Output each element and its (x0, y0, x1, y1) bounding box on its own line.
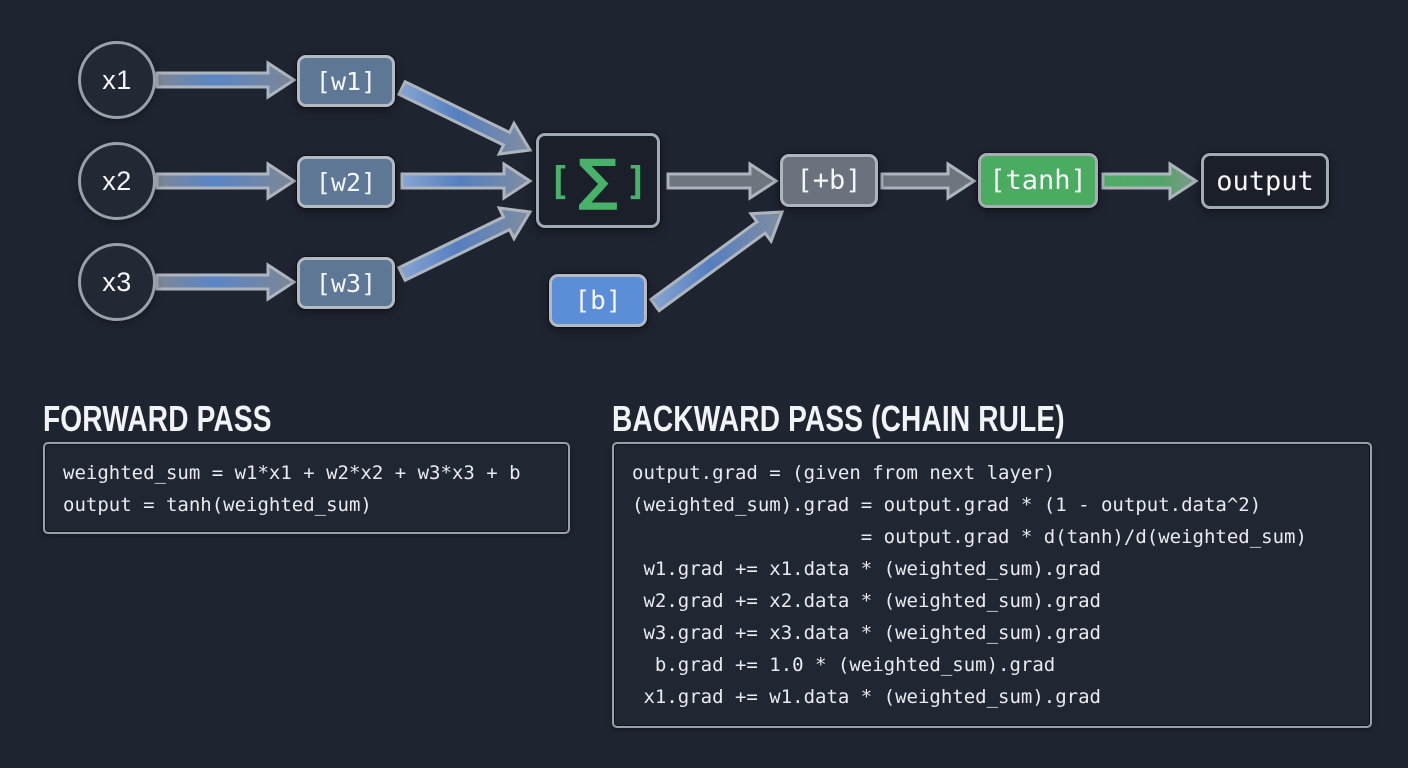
forward-code-line: weighted_sum = w1*x1 + w2*x2 + w3*x3 + b (63, 462, 521, 484)
output-node-label: output (1216, 165, 1314, 197)
arrow-bias-to-plusb (648, 210, 785, 313)
output-node: output (1201, 153, 1329, 209)
input-node-x3: x3 (78, 243, 156, 321)
tanh-node: [tanh] (978, 153, 1098, 208)
arrow-x1-to-w1 (155, 60, 297, 100)
forward-pass-panel: weighted_sum = w1*x1 + w2*x2 + w3*x3 + b… (43, 442, 570, 534)
arrow-w1-to-sum (396, 79, 533, 156)
arrow-w2-to-sum (400, 161, 533, 201)
weight-node-w1: [w1] (297, 55, 395, 107)
weight-node-w3: [w3] (297, 257, 395, 309)
backward-code-line: output.grad = (given from next layer) (632, 462, 1056, 484)
sigma-icon: ∑ (577, 147, 619, 213)
arrow-x2-to-w2 (155, 161, 297, 201)
arrow-plusb-to-tanh (880, 161, 977, 201)
sum-bracket-left: [ (548, 158, 571, 203)
arrow-x3-to-w3 (155, 262, 297, 302)
backward-code-line: (weighted_sum).grad = output.grad * (1 -… (632, 494, 1262, 516)
backward-code-line: w1.grad += x1.data * (weighted_sum).grad (632, 558, 1101, 580)
sum-bracket-right: ] (625, 158, 648, 203)
weight-node-w2-label: [w2] (315, 167, 377, 197)
backward-code-line: = output.grad * d(tanh)/d(weighted_sum) (632, 526, 1307, 548)
sum-node: [ ∑ ] (536, 133, 660, 228)
plus-bias-node-label: [+b] (796, 165, 862, 196)
backward-code-line: x1.grad += w1.data * (weighted_sum).grad (632, 686, 1101, 708)
input-node-x3-label: x3 (102, 266, 132, 297)
forward-pass-title: FORWARD PASS (43, 398, 272, 439)
arrow-sum-to-plusb (666, 161, 779, 201)
backward-code-line: b.grad += 1.0 * (weighted_sum).grad (632, 654, 1056, 676)
input-node-x2: x2 (78, 142, 156, 220)
arrow-tanh-to-output (1101, 161, 1199, 201)
backward-code-line: w3.grad += x3.data * (weighted_sum).grad (632, 622, 1101, 644)
weight-node-w3-label: [w3] (315, 268, 377, 298)
input-node-x1: x1 (78, 41, 156, 119)
bias-node: [b] (549, 274, 647, 327)
tanh-node-label: [tanh] (989, 165, 1087, 196)
arrows-layer (155, 60, 1199, 313)
sum-node-label: [ ∑ ] (548, 147, 648, 213)
backward-code-line: w2.grad += x2.data * (weighted_sum).grad (632, 590, 1101, 612)
backward-pass-title: BACKWARD PASS (CHAIN RULE) (612, 398, 1065, 439)
backward-pass-panel: output.grad = (given from next layer) (w… (612, 442, 1372, 728)
plus-bias-node: [+b] (780, 154, 878, 207)
input-node-x2-label: x2 (102, 165, 132, 196)
forward-code-line: output = tanh(weighted_sum) (63, 494, 372, 516)
weight-node-w1-label: [w1] (315, 66, 377, 96)
input-node-x1-label: x1 (102, 64, 132, 95)
weight-node-w2: [w2] (297, 156, 395, 208)
bias-node-label: [b] (574, 285, 622, 316)
arrow-w3-to-sum (396, 206, 533, 283)
